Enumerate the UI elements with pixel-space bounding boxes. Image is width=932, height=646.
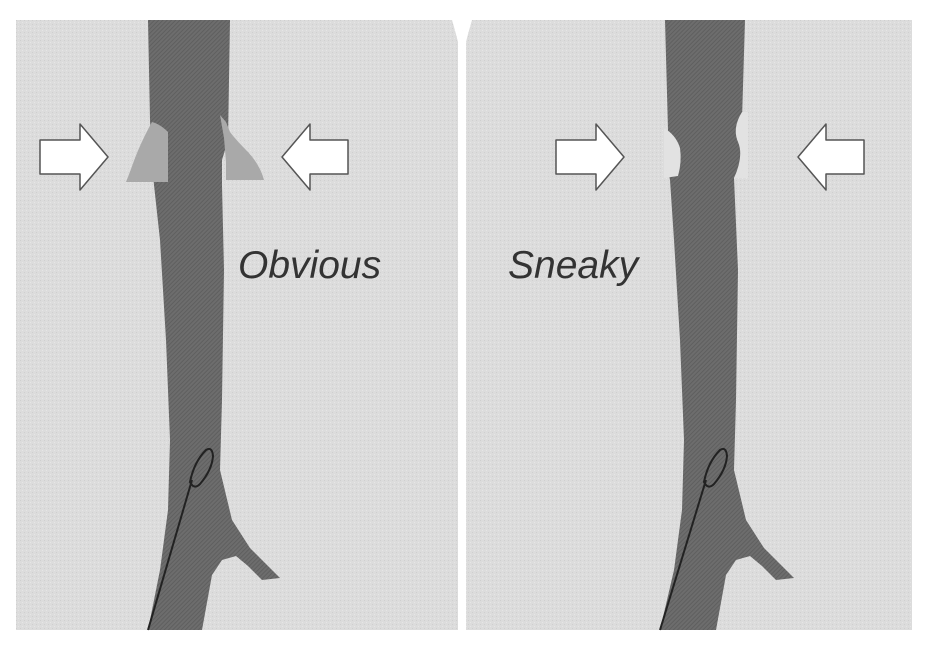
obvious-patch-left — [126, 122, 168, 182]
pointer-head — [702, 447, 729, 488]
pointer-marker — [659, 447, 729, 631]
panel-notch — [452, 20, 458, 42]
arrow-left-icon — [797, 123, 865, 191]
tree-trunk — [660, 20, 794, 630]
panel-label-obvious: Obvious — [238, 244, 381, 287]
arrow-right-icon — [555, 123, 625, 191]
sneaky-patch-left — [664, 128, 681, 178]
pointer-marker — [147, 447, 215, 631]
pointer-head — [188, 447, 215, 488]
pointer-line — [147, 479, 193, 631]
sneaky-panel: Sneaky — [466, 20, 912, 631]
pointer-line — [659, 479, 707, 631]
panel-label-sneaky: Sneaky — [508, 244, 641, 287]
tree-trunk — [148, 20, 280, 630]
sneaky-patch-right — [734, 112, 748, 178]
obvious-panel: Obvious — [16, 20, 458, 631]
arrow-right-icon — [39, 123, 109, 191]
panel-notch — [466, 20, 472, 42]
obvious-patch-right — [220, 115, 264, 180]
arrow-left-icon — [281, 123, 349, 191]
